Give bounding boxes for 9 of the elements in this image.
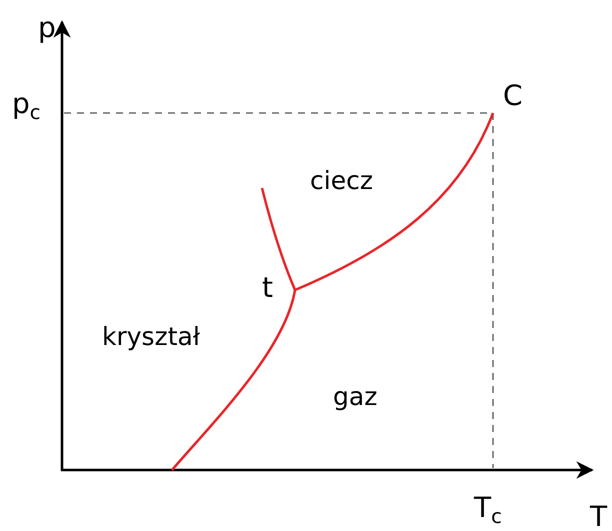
- region-label: gaz: [333, 384, 378, 409]
- axis-label: T$_{c}$: [474, 494, 502, 526]
- point-label: t: [262, 274, 273, 302]
- region-label: kryształ: [102, 324, 200, 349]
- region-label: ciecz: [310, 168, 373, 193]
- axis-label: p$_{c}$: [12, 90, 41, 122]
- axis-label: T: [590, 503, 608, 531]
- point-label: C: [503, 82, 523, 110]
- axis-label: p: [38, 14, 56, 42]
